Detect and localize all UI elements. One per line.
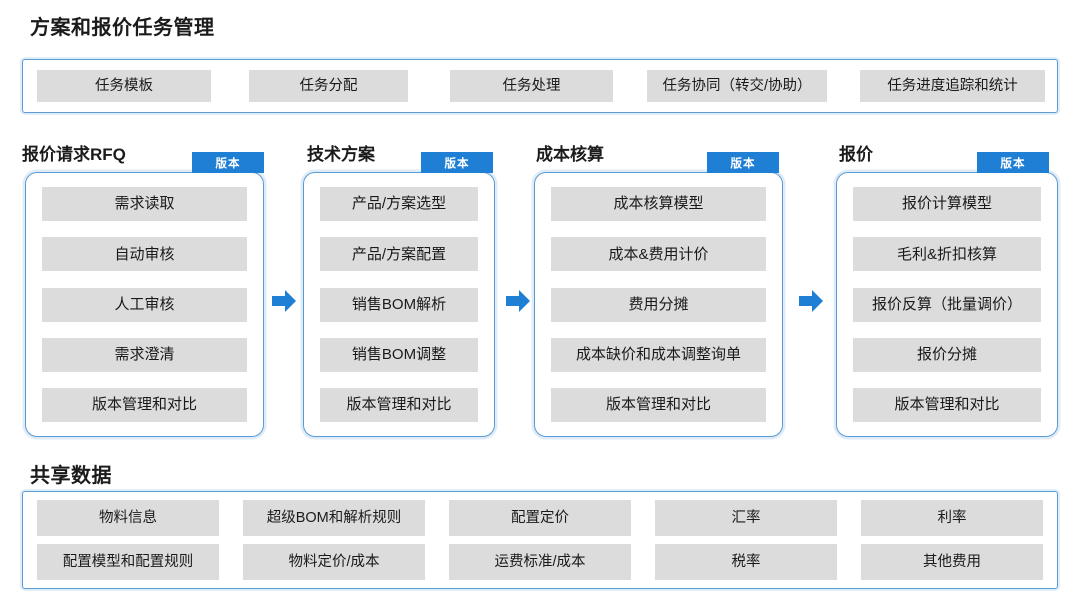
stage-item[interactable]: 版本管理和对比 <box>551 388 766 422</box>
stage-item[interactable]: 销售BOM解析 <box>320 287 478 322</box>
stage-item[interactable]: 报价反算（批量调价） <box>853 287 1041 322</box>
gap <box>827 70 860 102</box>
stage-item[interactable]: 成本缺价和成本调整询单 <box>551 337 766 372</box>
stage-card-cost-accounting: 成本核算模型 成本&费用计价 费用分摊 成本缺价和成本调整询单 版本管理和对比 <box>534 172 783 437</box>
shared-chip-interest-rate[interactable]: 利率 <box>861 500 1043 536</box>
shared-data-grid: 物料信息 超级BOM和解析规则 配置定价 汇率 利率 配置模型和配置规则 物料定… <box>37 500 1043 580</box>
task-chip-template[interactable]: 任务模板 <box>37 70 211 102</box>
version-badge-cost-accounting[interactable]: 版本 <box>707 152 779 173</box>
stage-title-cost-accounting: 成本核算 <box>536 145 604 164</box>
stage-item[interactable]: 需求澄清 <box>42 337 247 372</box>
stage-item[interactable]: 费用分摊 <box>551 287 766 322</box>
task-management-panel: 任务模板 任务分配 任务处理 任务协同（转交/协助） 任务进度追踪和统计 <box>22 59 1058 113</box>
stage-item[interactable]: 产品/方案配置 <box>320 237 478 272</box>
shared-chip-config-model-rules[interactable]: 配置模型和配置规则 <box>37 544 219 580</box>
shared-chip-freight-standard[interactable]: 运费标准/成本 <box>449 544 631 580</box>
task-chip-progress-tracking[interactable]: 任务进度追踪和统计 <box>860 70 1045 102</box>
arrow-right-icon <box>270 287 298 315</box>
version-badge-technical-solution[interactable]: 版本 <box>421 152 493 173</box>
shared-data-panel: 物料信息 超级BOM和解析规则 配置定价 汇率 利率 配置模型和配置规则 物料定… <box>22 491 1058 589</box>
shared-chip-material-price-cost[interactable]: 物料定价/成本 <box>243 544 425 580</box>
stage-card-technical-solution: 产品/方案选型 产品/方案配置 销售BOM解析 销售BOM调整 版本管理和对比 <box>303 172 495 437</box>
task-chip-row: 任务模板 任务分配 任务处理 任务协同（转交/协助） 任务进度追踪和统计 <box>37 70 1045 102</box>
stage-item[interactable]: 报价计算模型 <box>853 187 1041 221</box>
stage-item[interactable]: 需求读取 <box>42 187 247 221</box>
stage-item[interactable]: 成本&费用计价 <box>551 237 766 272</box>
arrow-right-icon <box>504 287 532 315</box>
shared-chip-config-pricing[interactable]: 配置定价 <box>449 500 631 536</box>
stage-item[interactable]: 产品/方案选型 <box>320 187 478 221</box>
stage-title-quotation: 报价 <box>839 145 873 164</box>
task-chip-processing[interactable]: 任务处理 <box>450 70 613 102</box>
task-chip-assignment[interactable]: 任务分配 <box>249 70 408 102</box>
task-chip-collaboration[interactable]: 任务协同（转交/协助） <box>647 70 827 102</box>
stage-item[interactable]: 自动审核 <box>42 237 247 272</box>
shared-chip-exchange-rate[interactable]: 汇率 <box>655 500 837 536</box>
stage-item[interactable]: 人工审核 <box>42 287 247 322</box>
stage-item[interactable]: 版本管理和对比 <box>320 388 478 422</box>
shared-chip-super-bom-rules[interactable]: 超级BOM和解析规则 <box>243 500 425 536</box>
stage-item[interactable]: 销售BOM调整 <box>320 337 478 372</box>
gap <box>613 70 647 102</box>
arrow-right-icon <box>797 287 825 315</box>
shared-chip-tax-rate[interactable]: 税率 <box>655 544 837 580</box>
stage-title-technical-solution: 技术方案 <box>307 145 375 164</box>
version-badge-rfq[interactable]: 版本 <box>192 152 264 173</box>
stage-item[interactable]: 成本核算模型 <box>551 187 766 221</box>
gap <box>408 70 450 102</box>
top-section-title: 方案和报价任务管理 <box>30 17 215 39</box>
gap <box>211 70 249 102</box>
shared-data-title: 共享数据 <box>30 465 112 487</box>
shared-chip-material-info[interactable]: 物料信息 <box>37 500 219 536</box>
stage-item[interactable]: 报价分摊 <box>853 337 1041 372</box>
stage-item[interactable]: 版本管理和对比 <box>853 388 1041 422</box>
stage-item[interactable]: 毛利&折扣核算 <box>853 237 1041 272</box>
stage-card-quotation: 报价计算模型 毛利&折扣核算 报价反算（批量调价） 报价分摊 版本管理和对比 <box>836 172 1058 437</box>
stage-item[interactable]: 版本管理和对比 <box>42 388 247 422</box>
version-badge-quotation[interactable]: 版本 <box>977 152 1049 173</box>
stage-card-rfq: 需求读取 自动审核 人工审核 需求澄清 版本管理和对比 <box>25 172 264 437</box>
shared-chip-other-fees[interactable]: 其他费用 <box>861 544 1043 580</box>
stage-title-rfq: 报价请求RFQ <box>22 145 126 164</box>
